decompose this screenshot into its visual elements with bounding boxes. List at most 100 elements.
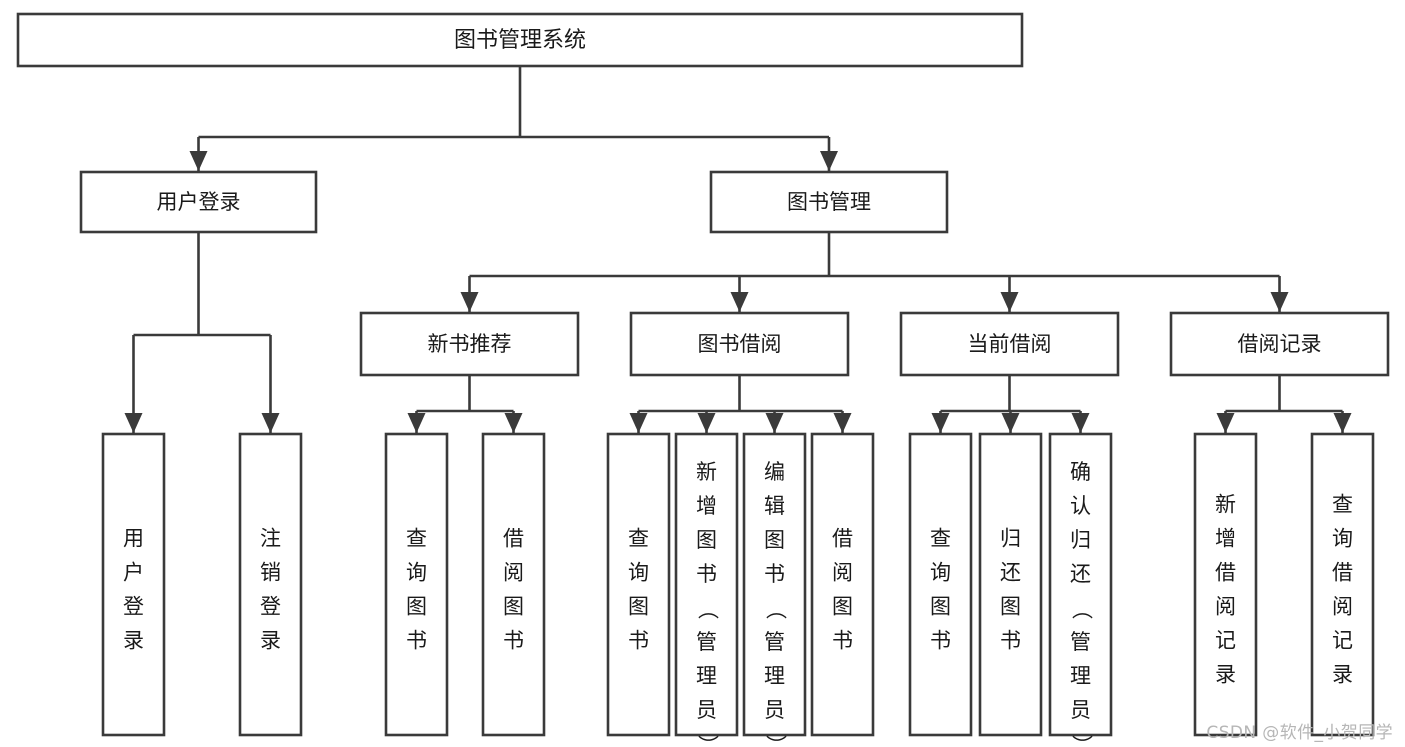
node-book-borrow[interactable]: 图书借阅 [629,311,850,377]
node-leaf-confirm-return-rect[interactable] [1048,432,1113,737]
node-leaf-query-book-1-label-char: 图 [406,595,427,619]
node-leaf-query-book-3-label-char: 询 [930,561,951,585]
node-leaf-borrow-book-1-label-char: 图 [503,595,524,619]
node-leaf-edit-book-label-char: 管 [764,630,785,654]
node-leaf-borrow-book-2-label-char: 书 [832,629,853,653]
arrow-head-icon [460,292,479,312]
node-leaf-user-login-label-char: 用 [123,527,144,551]
node-root-root[interactable]: 图书管理系统 [16,12,1024,68]
arrow-head-icon [820,151,838,171]
arrow-head-icon [124,413,143,433]
node-leaf-query-book-3-label-char: 查 [930,527,951,551]
node-leaf-logout-label-char: 录 [260,629,281,653]
node-leaf-confirm-return-label-char: 员 [1070,698,1091,722]
arrow-head-icon [1333,413,1352,433]
node-current-borrow-label: 当前借阅 [968,332,1052,356]
arrow-head-icon [833,413,852,433]
node-leaf-add-record-label-char: 阅 [1215,595,1236,619]
node-leaf-add-record-label-char: 增 [1215,527,1236,551]
node-leaf-query-book-1-label-char: 询 [406,561,427,585]
node-leaf-logout-label-char: 注 [260,527,281,551]
node-leaf-confirm-return-label-char: 管 [1070,630,1091,654]
node-current-borrow[interactable]: 当前借阅 [899,311,1120,377]
node-new-book-recommend-rect[interactable] [359,311,580,377]
node-leaf-edit-book-label-char: 书 [764,562,785,586]
node-leaf-logout-rect[interactable] [238,432,303,737]
node-leaf-borrow-book-1-rect[interactable] [481,432,546,737]
node-book-manage-label: 图书管理 [787,190,871,214]
node-leaf-query-record-label-char: 记 [1332,629,1353,653]
node-leaf-query-record-rect[interactable] [1310,432,1375,737]
node-leaf-borrow-book-2-label-char: 借 [832,527,853,551]
node-leaf-borrow-book-2-rect[interactable] [810,432,875,737]
node-leaf-query-book-1-label-char: 书 [406,629,427,653]
node-leaf-add-record-label-char: 录 [1215,663,1236,687]
nodes-layer: 图书管理系统用户登录图书管理新书推荐图书借阅当前借阅借阅记录用户登录注销登录查询… [16,12,1390,747]
node-leaf-query-book-3-label-char: 图 [930,595,951,619]
node-leaf-query-book-3-rect[interactable] [908,432,973,737]
node-leaf-user-login[interactable]: 用户登录 [101,432,166,737]
node-leaf-query-record-label-char: 借 [1332,561,1353,585]
node-leaf-edit-book-rect[interactable] [742,432,807,737]
node-leaf-add-record-rect[interactable] [1193,432,1258,737]
node-leaf-query-record-label-char: 询 [1332,527,1353,551]
node-leaf-query-book-2-label-char: 查 [628,527,649,551]
node-leaf-user-login-rect[interactable] [101,432,166,737]
node-borrow-record-label: 借阅记录 [1238,332,1322,356]
node-leaf-add-book-label-char: （ [696,599,720,620]
node-new-book-recommend[interactable]: 新书推荐 [359,311,580,377]
node-leaf-confirm-return-label-char: 还 [1070,562,1091,586]
arrow-head-icon [1000,292,1019,312]
node-borrow-record[interactable]: 借阅记录 [1169,311,1390,377]
node-leaf-edit-book-label-char: 辑 [764,494,785,518]
node-book-borrow-rect[interactable] [629,311,850,377]
node-book-manage[interactable]: 图书管理 [709,170,949,234]
node-leaf-edit-book-label-char: ） [764,735,788,747]
arrow-head-icon [697,413,716,433]
node-leaf-query-book-2-label-char: 书 [628,629,649,653]
node-root-root-rect[interactable] [16,12,1024,68]
node-leaf-return-book-rect[interactable] [978,432,1043,737]
node-book-manage-rect[interactable] [709,170,949,234]
node-leaf-add-record-label-char: 新 [1215,493,1236,517]
connectors-layer [124,66,1352,433]
node-leaf-confirm-return-label-char: 认 [1070,494,1091,518]
node-leaf-return-book-label-char: 图 [1000,595,1021,619]
node-leaf-add-record-label-char: 借 [1215,561,1236,585]
node-leaf-edit-book-label-char: （ [764,599,788,620]
node-current-borrow-rect[interactable] [899,311,1120,377]
node-leaf-borrow-book-1-label-char: 书 [503,629,524,653]
node-leaf-borrow-book-2-label-char: 阅 [832,561,853,585]
node-leaf-edit-book-label-char: 编 [764,460,785,484]
node-leaf-add-book-label-char: 员 [696,698,717,722]
arrow-head-icon [1071,413,1090,433]
node-leaf-query-record-label-char: 查 [1332,493,1353,517]
node-leaf-confirm-return-label-char: 归 [1070,528,1091,552]
node-borrow-record-rect[interactable] [1169,311,1390,377]
node-leaf-query-book-2-label-char: 图 [628,595,649,619]
node-user-login[interactable]: 用户登录 [79,170,318,234]
node-leaf-query-record-label-char: 阅 [1332,595,1353,619]
node-leaf-query-book-2-rect[interactable] [606,432,671,737]
node-leaf-query-book-1-rect[interactable] [384,432,449,737]
arrow-head-icon [931,413,950,433]
node-leaf-return-book-label-char: 还 [1000,561,1021,585]
node-leaf-confirm-return-label-char: 确 [1070,460,1091,484]
node-user-login-rect[interactable] [79,170,318,234]
watermark: CSDN @软件_小贺同学 [1206,723,1393,743]
node-leaf-add-book-rect[interactable] [674,432,739,737]
arrow-head-icon [1001,413,1020,433]
node-leaf-query-book-1-label-char: 查 [406,527,427,551]
